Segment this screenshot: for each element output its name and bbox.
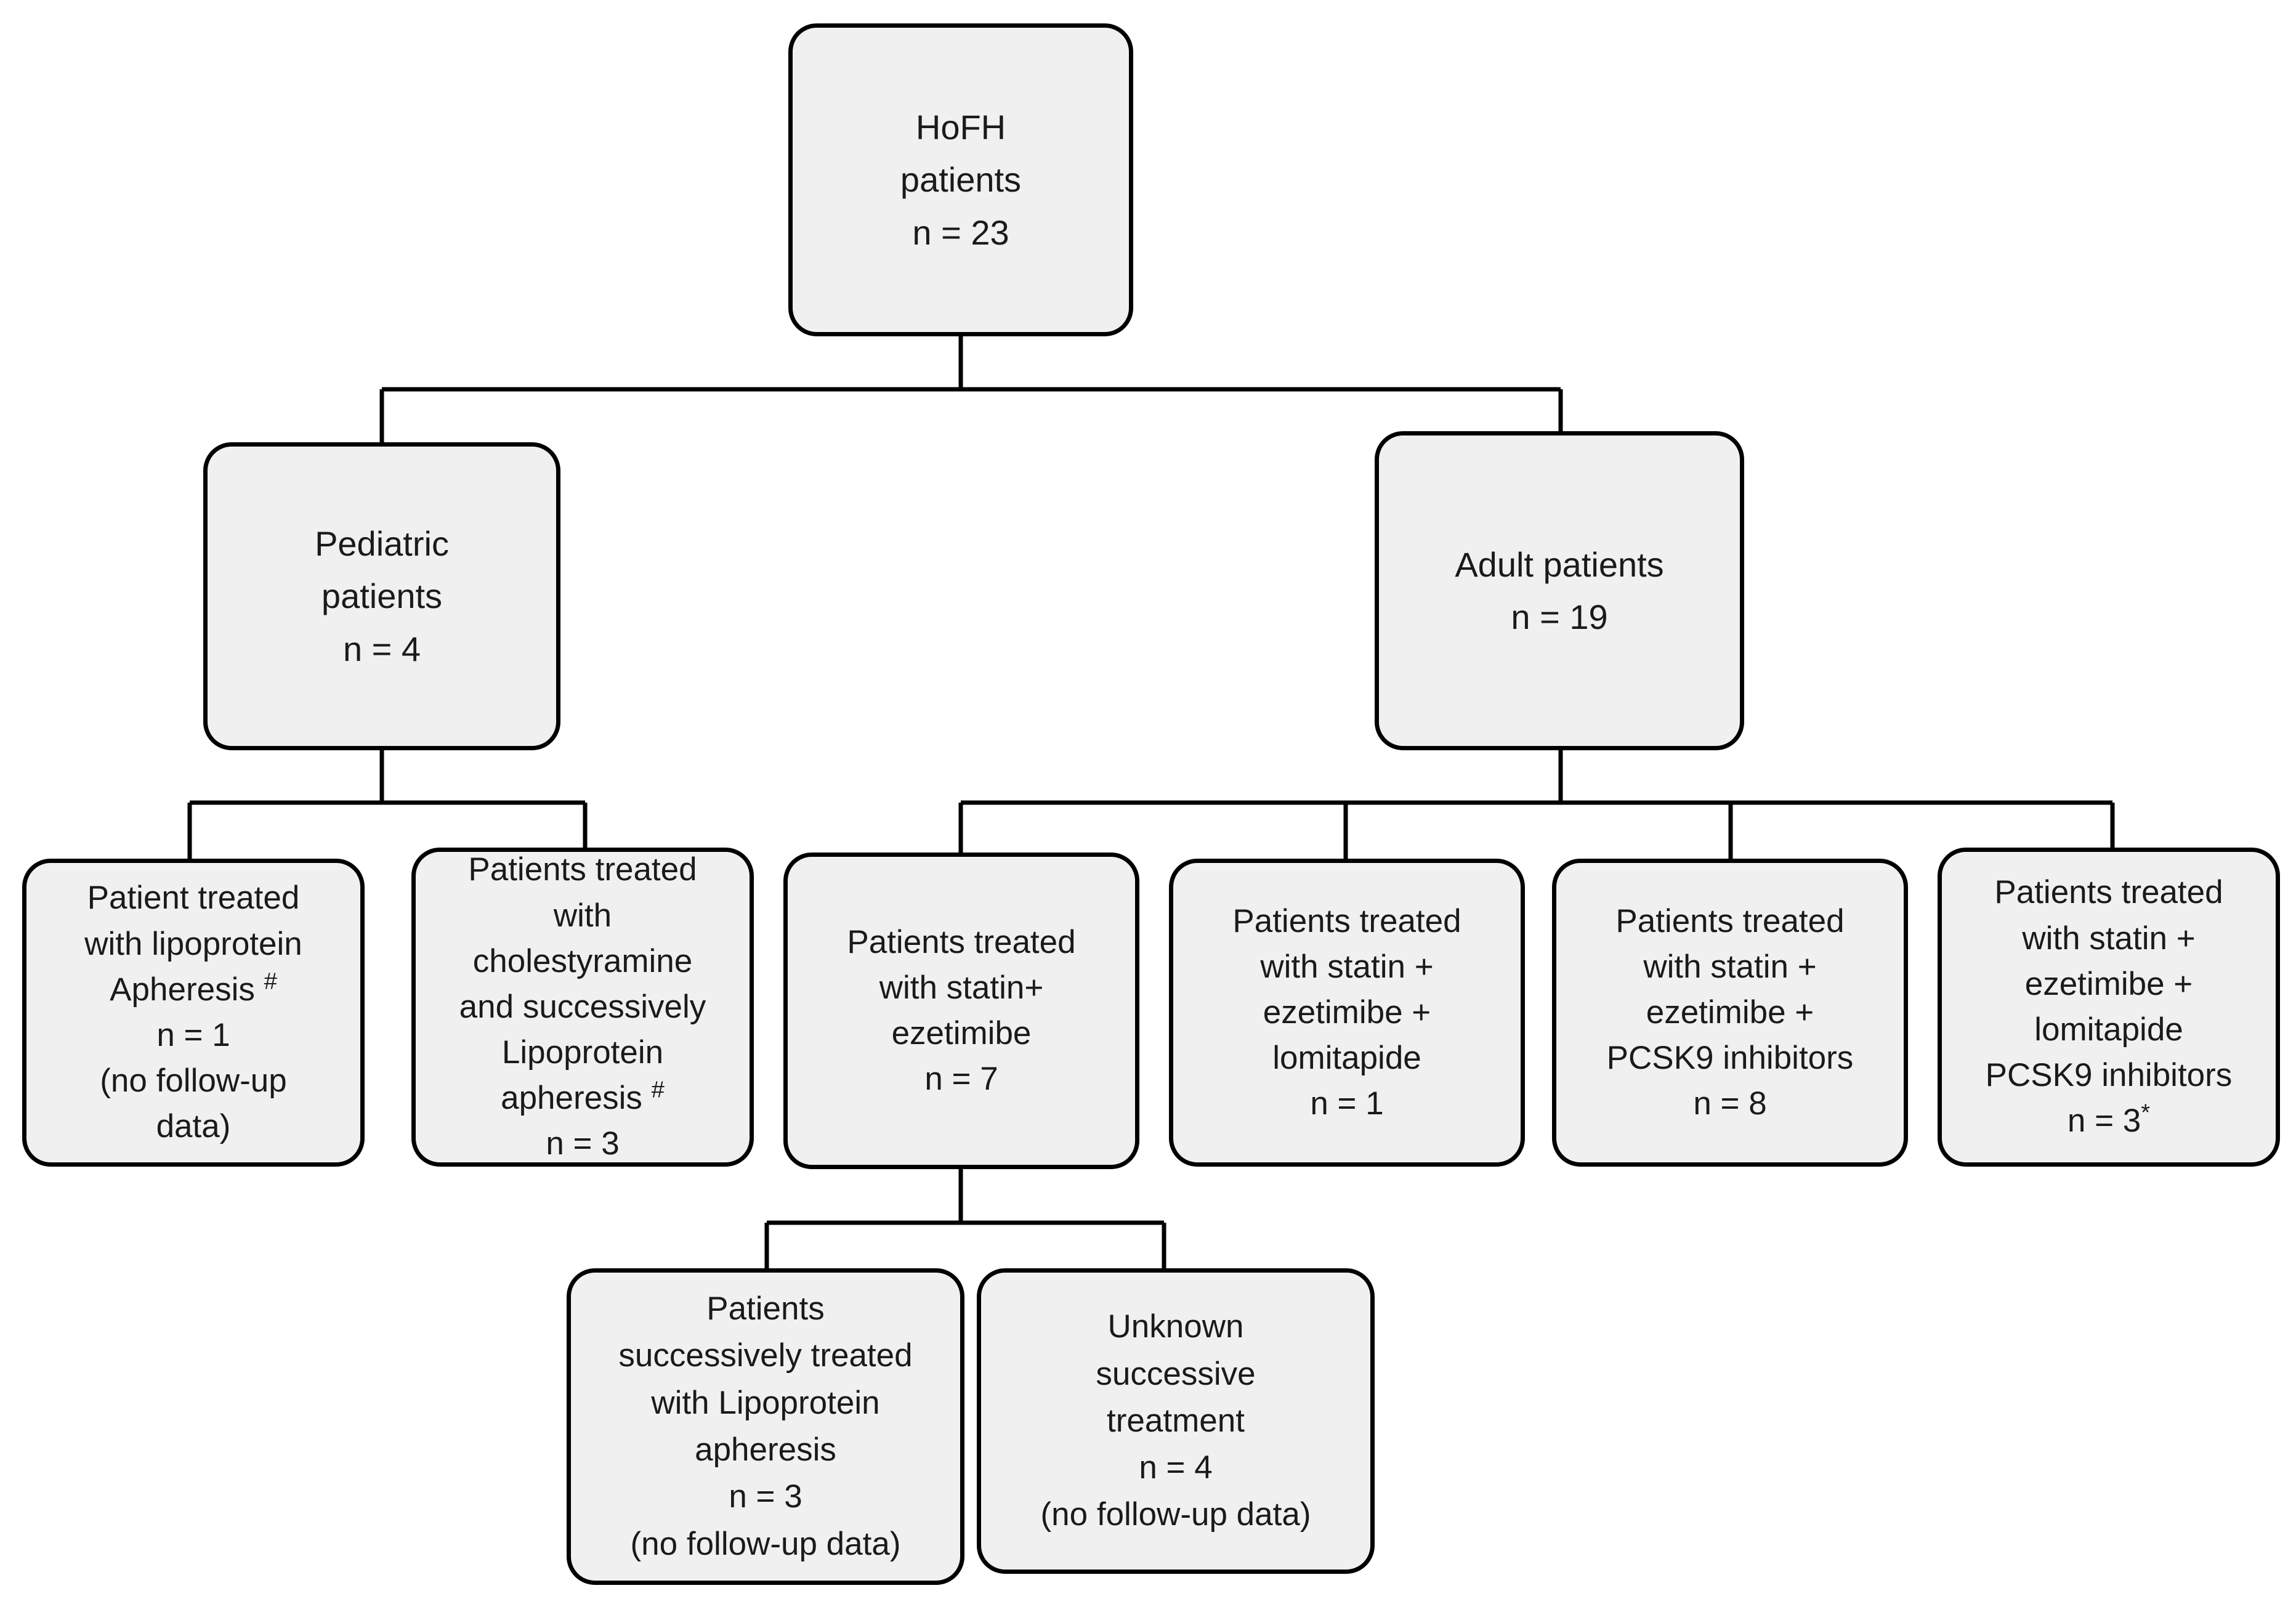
footnote-marker: # — [264, 968, 277, 995]
footnote-marker: # — [651, 1076, 665, 1103]
footnote-marker: * — [2141, 1099, 2151, 1126]
